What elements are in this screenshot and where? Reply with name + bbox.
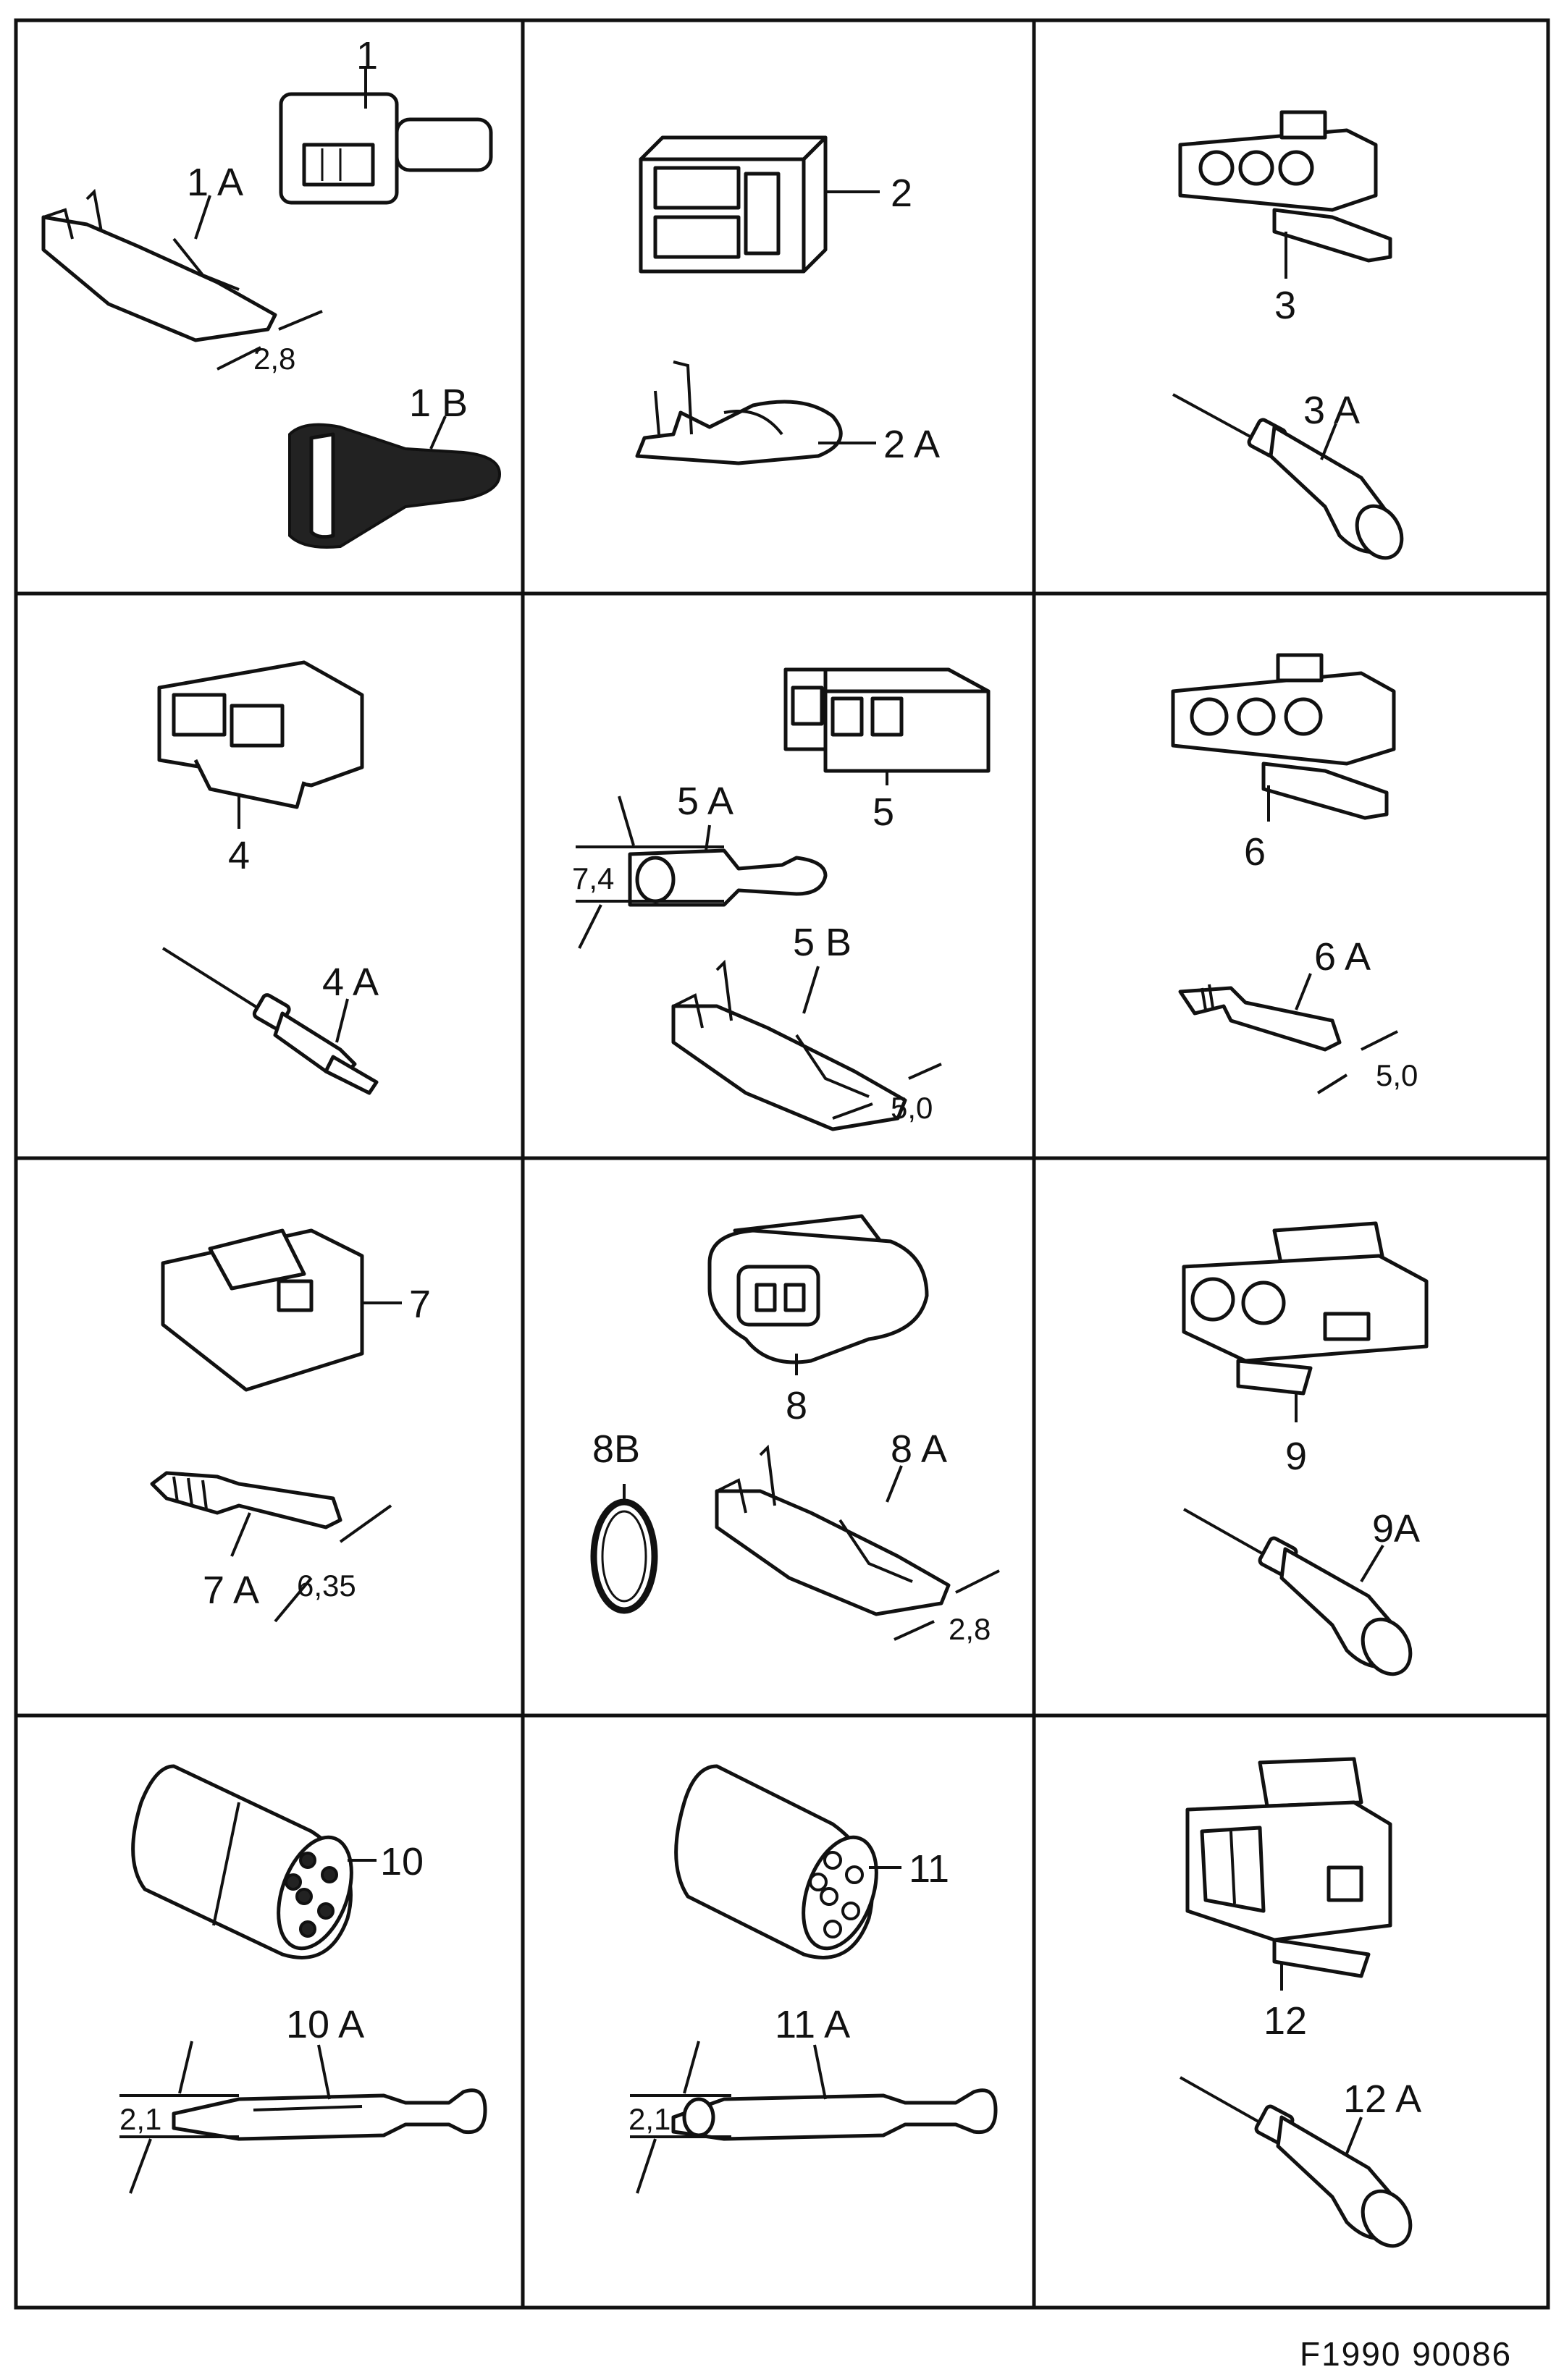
dimension-1a-arrows	[216, 310, 323, 371]
label-5a: 5 A	[677, 780, 733, 823]
terminal-5a	[628, 824, 828, 907]
panel-connector-3: 3 3 A	[1172, 110, 1404, 560]
terminal-7a	[150, 1471, 342, 1557]
label-4: 4	[228, 834, 250, 877]
boot-1b	[288, 415, 502, 549]
connector-9-housing	[1182, 1221, 1429, 1422]
label-6a: 6 A	[1314, 935, 1371, 979]
panel-connector-11: 11 11 A 2,1	[628, 1764, 998, 2194]
label-8a: 8 A	[891, 1427, 947, 1471]
dimension-1a: 2,8	[253, 342, 295, 376]
terminal-4a	[161, 947, 379, 1095]
connector-12-housing	[1185, 1757, 1392, 1991]
label-2: 2	[891, 172, 912, 215]
terminal-9a	[1183, 1508, 1413, 1676]
panel-connector-4: 4 4 A	[157, 660, 379, 1095]
dimension-6a: 5,0	[1376, 1058, 1418, 1092]
panel-grid	[14, 18, 1550, 2310]
panel-connector-1: 1 1 A 2,8 1 B	[41, 34, 502, 549]
dimension-7a-arrows	[274, 1504, 392, 1623]
connector-3-housing	[1178, 110, 1392, 279]
panel-connector-12: 12 12 A	[1180, 1757, 1421, 2248]
label-8b: 8B	[592, 1427, 640, 1471]
panel-connector-2: 2 2 A	[635, 135, 940, 466]
terminal-1a	[41, 188, 277, 342]
panel-connector-8: 8 8B 8 A 2,8	[590, 1214, 1000, 1646]
label-9a: 9A	[1372, 1507, 1420, 1550]
connector-5-housing	[783, 667, 991, 785]
dimension-10a: 2,1	[119, 2102, 161, 2136]
connector-11-body	[674, 1764, 901, 1959]
dimension-8a: 2,8	[949, 1612, 991, 1646]
label-3a: 3 A	[1303, 389, 1360, 432]
label-11a: 11 A	[775, 2003, 850, 2046]
connector-6-housing	[1171, 653, 1396, 822]
connector-8-housing	[707, 1214, 929, 1375]
panel-connector-10: 10 10 A 2,1	[119, 1764, 487, 2194]
label-1: 1	[356, 34, 378, 77]
dimension-5b: 5,0	[891, 1091, 933, 1125]
dimension-10a-lines	[119, 2041, 239, 2194]
label-12: 12	[1264, 1999, 1307, 2043]
panel-connector-9: 9 9A	[1182, 1221, 1429, 1676]
label-7: 7	[409, 1283, 431, 1326]
connector-7-housing	[161, 1228, 402, 1392]
label-10a: 10 A	[286, 2003, 364, 2046]
label-4a: 4 A	[322, 961, 379, 1004]
label-7a: 7 A	[203, 1569, 259, 1612]
connector-4-housing	[157, 660, 364, 829]
dimension-5b-arrows	[832, 1063, 942, 1120]
dimension-5a: 7,4	[572, 861, 614, 895]
dimension-11a-lines	[630, 2041, 731, 2194]
terminal-10a	[172, 2044, 487, 2141]
terminal-11a	[671, 2044, 998, 2141]
dimension-5a-lines	[576, 796, 724, 949]
label-2a: 2 A	[883, 423, 940, 466]
terminal-5b	[671, 959, 907, 1131]
label-11: 11	[909, 1847, 949, 1891]
label-8: 8	[786, 1384, 807, 1427]
dimension-6a-arrows	[1316, 1030, 1398, 1094]
terminal-3a	[1172, 393, 1404, 560]
label-1a: 1 A	[187, 161, 243, 204]
o-ring-8b	[590, 1484, 658, 1614]
label-9: 9	[1285, 1435, 1307, 1478]
label-1b: 1 B	[409, 381, 468, 425]
label-5b: 5 B	[793, 921, 852, 964]
label-10: 10	[380, 1840, 424, 1883]
dimension-11a: 2,1	[628, 2102, 670, 2136]
label-6: 6	[1244, 830, 1266, 874]
terminal-2a	[635, 360, 876, 465]
panel-connector-6: 6 6 A 5,0	[1171, 653, 1418, 1094]
connector-2-housing	[639, 135, 880, 274]
label-3: 3	[1274, 284, 1296, 327]
label-12a: 12 A	[1343, 2077, 1421, 2121]
terminal-8a	[715, 1444, 951, 1616]
panel-connector-5: 5 5 A 7,4 5 B 5,0	[572, 667, 991, 1131]
terminal-12a	[1180, 2076, 1413, 2248]
dimension-8a-arrows	[894, 1569, 1000, 1641]
connector-1-housing	[279, 67, 493, 205]
dimension-7a: 6,35	[297, 1569, 356, 1603]
panel-connector-7: 7 7 A 6,35	[150, 1228, 431, 1623]
figure-code: F1990 90086	[1300, 2335, 1512, 2373]
connector-10-body	[131, 1764, 377, 1959]
label-5: 5	[873, 790, 894, 834]
terminal-6a	[1178, 973, 1342, 1052]
